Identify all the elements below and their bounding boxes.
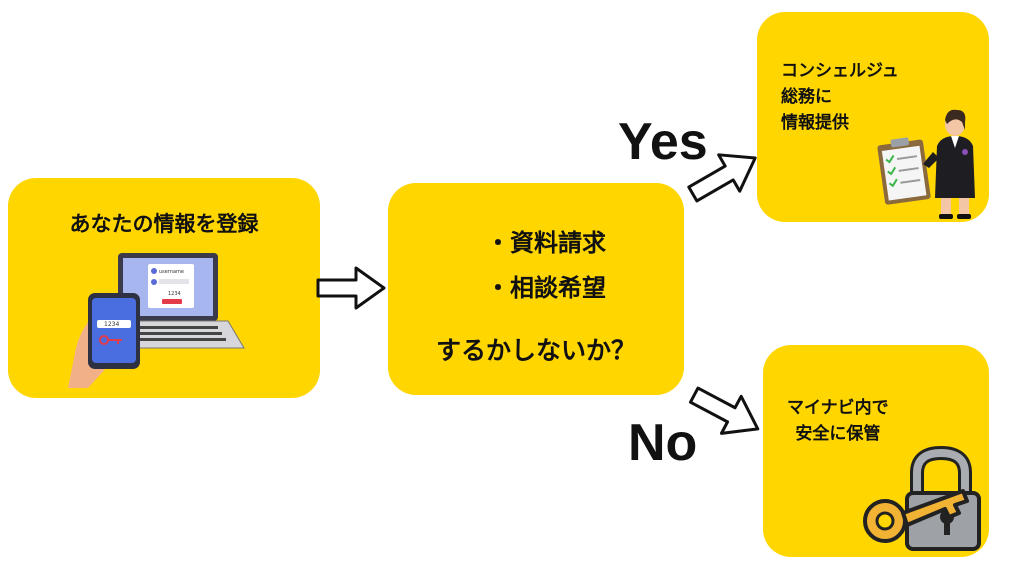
checkmarks <box>885 154 898 188</box>
laptop-phone-illustration: username 1234 1234 <box>68 253 245 388</box>
phone-code-field <box>97 320 131 328</box>
no-label: No <box>628 414 698 472</box>
question-box: ・資料請求 ・相談希望 するかしないか？ <box>388 183 684 395</box>
no-outcome-box: マイナビ内で 安全に保管 <box>763 345 989 557</box>
question-line-2: ・相談希望 <box>486 274 606 302</box>
phone-code-text: 1234 <box>104 321 119 328</box>
golden-key <box>863 489 969 543</box>
password-field <box>159 279 189 284</box>
keyboard-keys <box>110 326 226 341</box>
person-hair <box>945 109 966 130</box>
padlock-key-icon <box>863 445 981 551</box>
no-outcome-text: マイナビ内で 安全に保管 <box>787 395 889 447</box>
yes-outcome-box: コンシェルジュ 総務に 情報提供 <box>757 12 989 222</box>
login-form <box>148 264 194 308</box>
question-line-1: ・資料請求 <box>486 229 606 257</box>
code-text: 1234 <box>168 291 181 297</box>
yes-label: Yes <box>618 113 708 171</box>
badge <box>962 149 968 155</box>
register-info-title: あなたの情報を登録 <box>69 212 259 236</box>
yes-line-3: 情報提供 <box>781 113 849 133</box>
register-info-box: あなたの情報を登録 username 1234 1234 <box>8 178 320 398</box>
arrow-down-right-icon <box>688 386 760 435</box>
yes-line-2: 総務に <box>781 87 832 107</box>
username-text: username <box>159 269 184 275</box>
lock-small-icon <box>151 279 157 285</box>
no-line-1: マイナビ内で <box>787 398 889 418</box>
arrow-up-right-icon <box>687 153 757 203</box>
yes-outcome-text: コンシェルジュ 総務に 情報提供 <box>781 58 899 136</box>
phone-screen <box>92 298 136 363</box>
question-line-3: するかしないか？ <box>435 336 636 365</box>
user-icon <box>151 268 157 274</box>
login-button-shape <box>162 299 182 304</box>
arrow-right-icon <box>316 266 386 310</box>
concierge-icon <box>877 109 975 219</box>
no-line-2: 安全に保管 <box>795 424 881 444</box>
yes-line-1: コンシェルジュ <box>781 61 899 81</box>
